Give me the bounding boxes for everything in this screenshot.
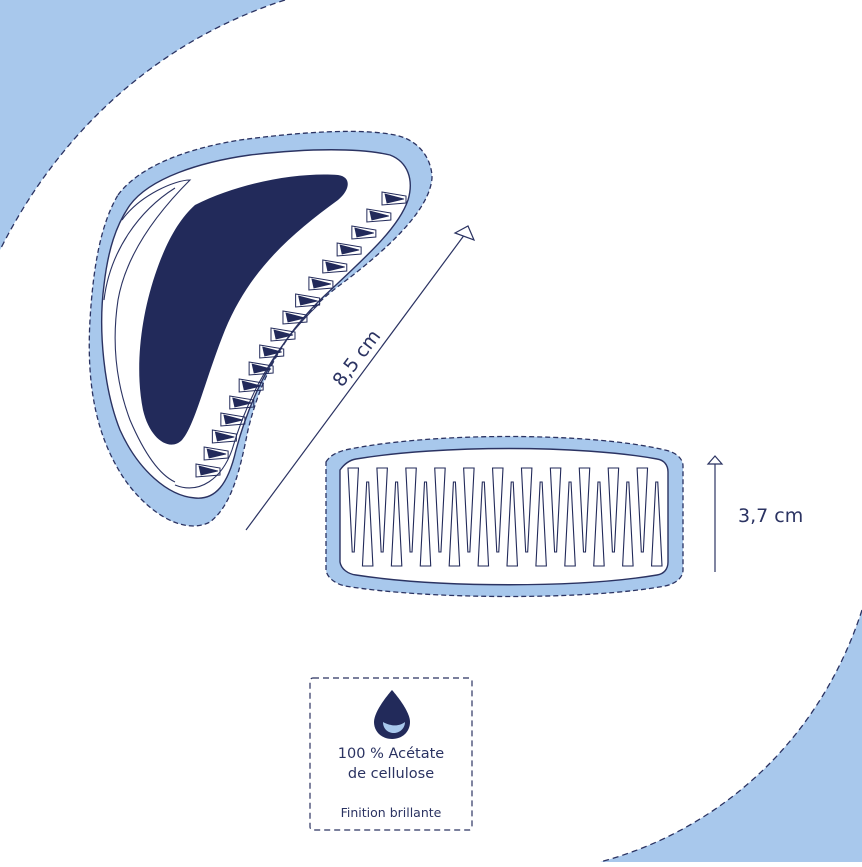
finish-label: Finition brillante — [341, 805, 442, 820]
height-dimension: 3,7 cm — [706, 455, 803, 572]
material-card: 100 % Acétate de cellulose Finition bril… — [309, 677, 473, 831]
material-line-1: 100 % Acétate — [338, 746, 444, 762]
side-tooth-frame — [195, 463, 221, 478]
side-tooth — [298, 295, 318, 306]
side-tooth-frame — [220, 412, 246, 427]
side-tooth — [232, 397, 252, 408]
front-tooth — [376, 467, 388, 553]
front-tooth — [549, 467, 562, 553]
side-tooth — [214, 431, 235, 442]
front-tooth — [506, 481, 519, 567]
front-tooth — [622, 481, 634, 567]
side-tooth-frame — [238, 378, 264, 393]
clip-front-view — [325, 435, 684, 598]
clip-navy-panel — [139, 174, 348, 445]
side-tooth — [273, 329, 294, 340]
length-dimension-line — [245, 229, 469, 531]
side-tooth — [241, 380, 262, 391]
front-tooth — [361, 481, 374, 567]
front-tooth — [448, 481, 461, 567]
side-tooth-frame — [248, 361, 274, 376]
bg-corner-top-left-edge — [0, 0, 286, 251]
front-tooth — [434, 467, 446, 553]
front-tooth — [650, 481, 663, 567]
side-tooth — [262, 346, 282, 357]
front-tooth — [405, 467, 417, 553]
side-tooth — [384, 193, 405, 204]
side-tooth-frame — [203, 446, 229, 461]
side-tooth — [339, 244, 360, 255]
bg-corner-bottom-right-edge — [599, 609, 862, 863]
height-label: 3,7 cm — [738, 505, 803, 527]
clip-side-view — [88, 130, 433, 527]
side-tooth — [198, 465, 219, 476]
front-tooth — [578, 467, 591, 553]
front-tooth — [477, 481, 490, 567]
front-tooth — [419, 481, 432, 567]
side-tooth — [311, 278, 332, 289]
front-tooth — [636, 467, 649, 553]
side-tooth — [354, 227, 374, 238]
side-tooth-frame — [322, 259, 348, 274]
side-tooth-frame — [259, 344, 285, 359]
front-tooth — [564, 481, 576, 567]
side-tooth-frame — [336, 242, 362, 257]
front-tooth — [607, 467, 620, 553]
length-arrowhead-icon — [453, 225, 476, 242]
side-tooth — [285, 312, 306, 323]
side-tooth-frame — [351, 225, 377, 240]
front-tooth — [535, 481, 547, 567]
side-tooth — [206, 448, 227, 459]
side-tooth — [325, 261, 345, 272]
side-tooth-frame — [366, 208, 392, 223]
front-tooth — [593, 481, 605, 567]
side-tooth-frame — [211, 429, 237, 444]
clip-top-edge — [174, 302, 321, 489]
clip-inner-edge-line-2 — [103, 187, 176, 301]
side-tooth — [251, 363, 272, 374]
side-tooth — [223, 414, 243, 425]
bg-corner-top-left — [0, 0, 285, 250]
clip-front-teeth — [347, 467, 663, 567]
water-drop-icon — [374, 690, 410, 739]
front-tooth — [520, 467, 533, 553]
front-tooth — [491, 467, 504, 553]
front-tooth — [463, 467, 475, 553]
side-tooth — [369, 210, 389, 221]
side-tooth-frame — [282, 310, 308, 325]
side-tooth-frame — [295, 293, 321, 308]
clip-side-teeth — [195, 191, 407, 478]
side-tooth-frame — [381, 191, 407, 206]
front-tooth — [390, 481, 403, 567]
clip-inner-edge-line — [114, 179, 192, 483]
side-tooth-frame — [229, 395, 255, 410]
material-line-2: de cellulose — [348, 766, 434, 782]
front-tooth — [347, 467, 360, 553]
material-card-border — [309, 677, 473, 831]
bg-corner-bottom-right — [600, 610, 862, 862]
height-arrowhead-icon — [706, 455, 724, 465]
side-tooth-frame — [308, 276, 334, 291]
side-tooth-frame — [270, 327, 296, 342]
